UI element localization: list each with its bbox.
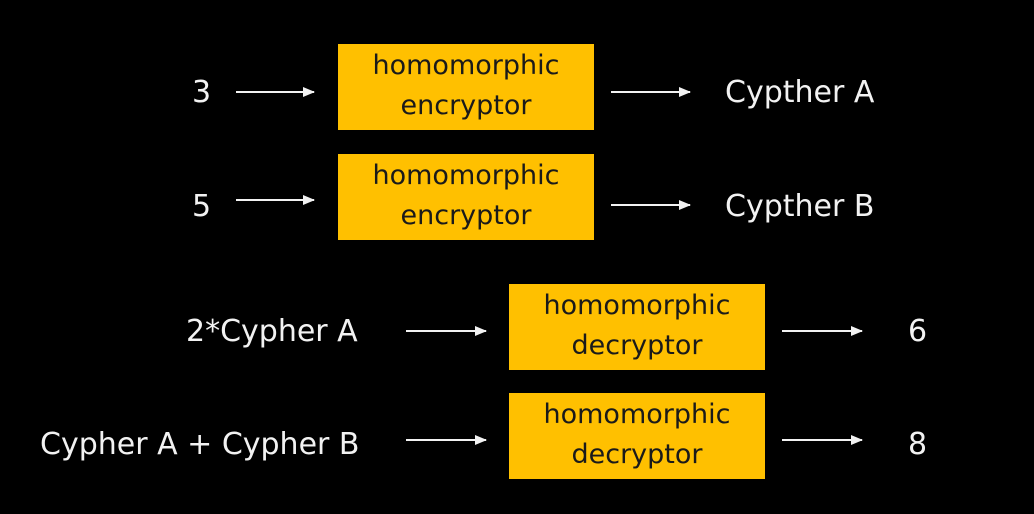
output-label-row4: 8 — [908, 427, 928, 462]
box-line1: homomorphic — [372, 160, 560, 191]
box-line2: encryptor — [400, 90, 532, 121]
input-label-row4: Cypher A + Cypher B — [40, 427, 360, 462]
box-line2: decryptor — [571, 439, 703, 470]
box-line2: encryptor — [400, 200, 532, 231]
decryptor-box-row4: homomorphic decryptor — [509, 393, 765, 479]
decryptor-box-row3: homomorphic decryptor — [509, 284, 765, 370]
box-line1: homomorphic — [372, 50, 560, 81]
box-line1: homomorphic — [543, 399, 731, 430]
input-label-row1: 3 — [192, 75, 212, 110]
encryptor-box-row1: homomorphic encryptor — [338, 44, 594, 130]
input-label-row3: 2*Cypher A — [186, 314, 358, 349]
output-label-row2: Cypther B — [725, 189, 875, 224]
output-label-row1: Cypther A — [725, 75, 875, 110]
encryptor-box-row2: homomorphic encryptor — [338, 154, 594, 240]
input-label-row2: 5 — [192, 189, 212, 224]
box-line1: homomorphic — [543, 290, 731, 321]
output-label-row3: 6 — [908, 314, 928, 349]
box-line2: decryptor — [571, 330, 703, 361]
